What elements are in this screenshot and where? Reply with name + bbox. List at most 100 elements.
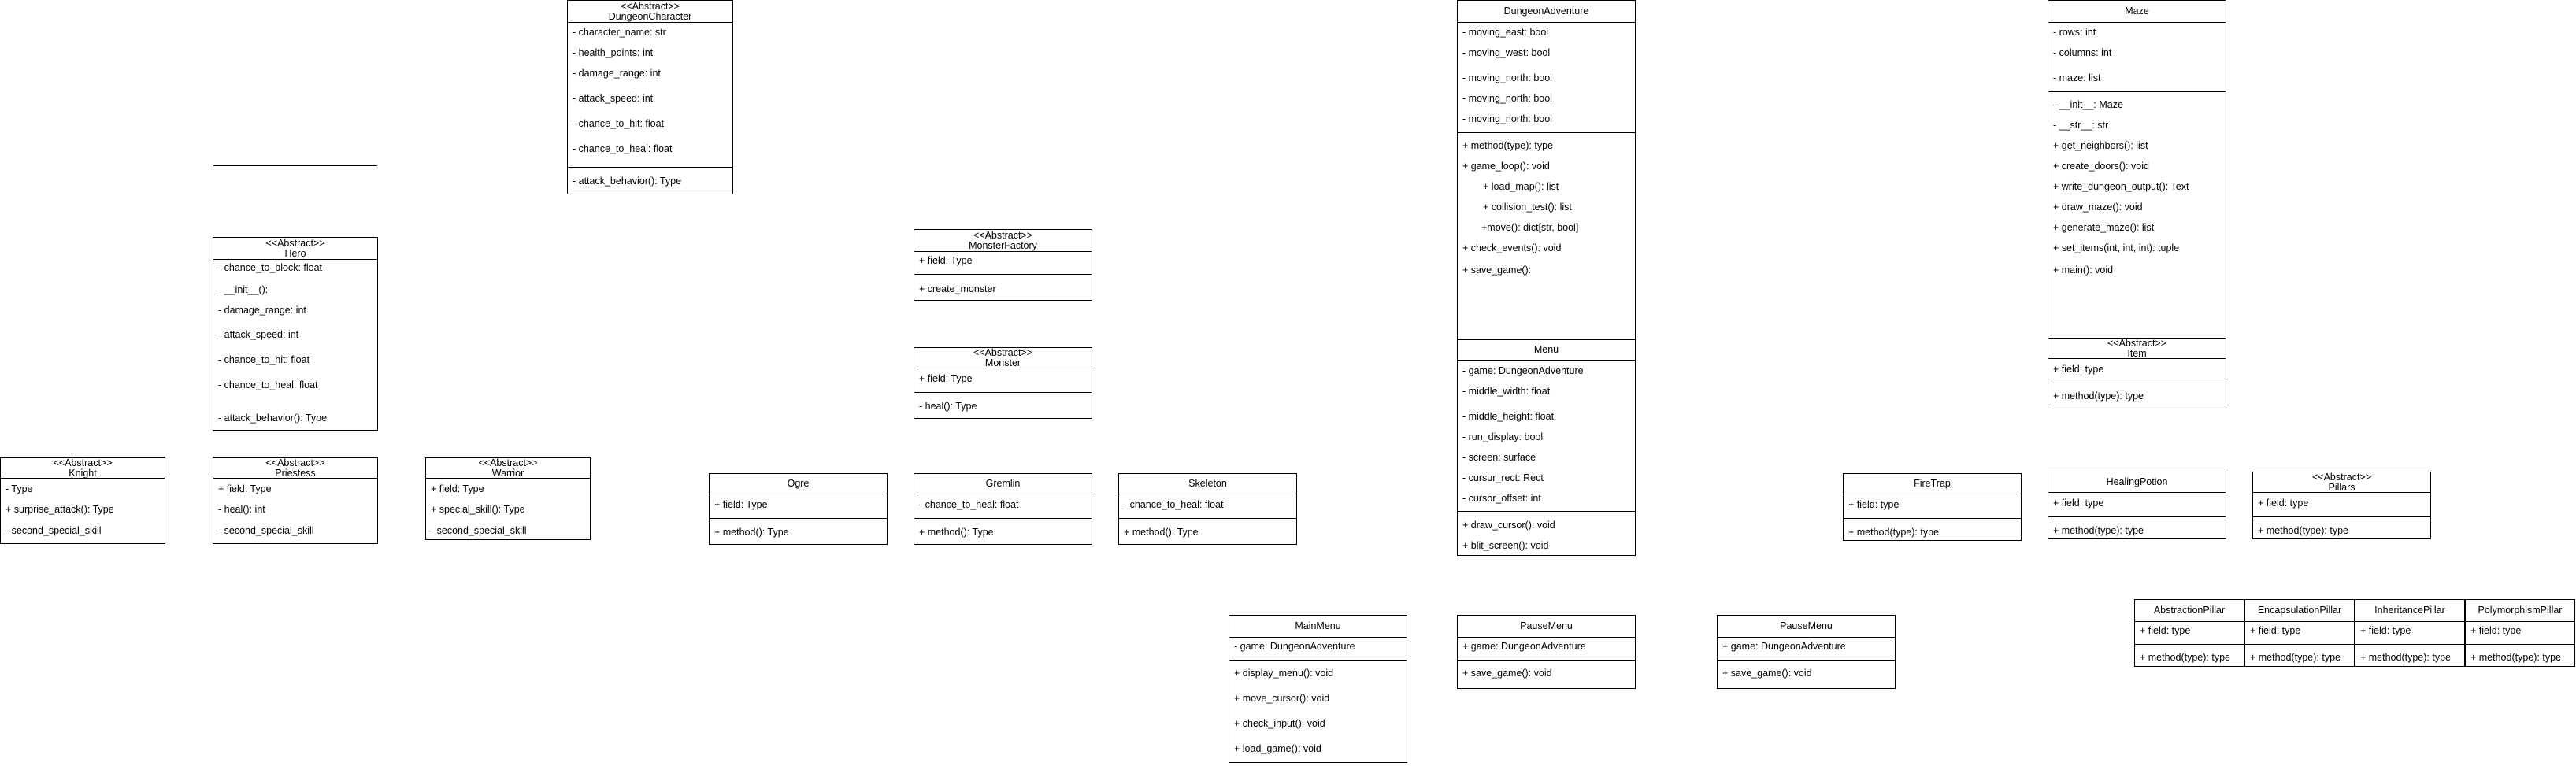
- class-stereotype: <<Abstract>>: [265, 237, 325, 249]
- class-attribute: + field: Type: [714, 499, 768, 510]
- class-attribute: - run_display: bool: [1462, 431, 1544, 442]
- class-attribute: - second_special_skill: [218, 525, 314, 536]
- class-header: <<Abstract>>Pillars: [2253, 472, 2430, 493]
- class-name: AbstractionPillar: [2153, 605, 2226, 616]
- class-attribute: - health_points: int: [573, 47, 654, 58]
- class-header: Gremlin: [914, 474, 1092, 494]
- class-attribute: - moving_north: bool: [1462, 72, 1552, 83]
- class-stereotype: <<Abstract>>: [53, 457, 113, 468]
- class-attribute: + field: type: [2360, 625, 2411, 636]
- class-monster: <<Abstract>>Monster+ field: Type- heal()…: [914, 347, 1092, 419]
- compartment-separator: [1458, 660, 1635, 661]
- class-attribute: - cursor_offset: int: [1462, 493, 1541, 504]
- class-menu: Menu- game: DungeonAdventure- middle_wid…: [1457, 339, 1636, 556]
- class-header: <<Abstract>>Warrior: [426, 457, 590, 479]
- compartment-separator: [1458, 132, 1635, 133]
- class-header: Ogre: [710, 474, 887, 494]
- compartment-separator: [914, 392, 1092, 393]
- compartment-separator: [914, 518, 1092, 519]
- class-name: FireTrap: [1914, 478, 1951, 489]
- compartment-separator: [2466, 644, 2574, 645]
- class-method: + method(type): type: [1848, 527, 1939, 538]
- class-header: <<Abstract>>Knight: [1, 457, 165, 479]
- class-pause-menu-2: PauseMenu+ game: DungeonAdventure+ save_…: [1717, 615, 1896, 689]
- class-header: MainMenu: [1229, 616, 1407, 638]
- class-attribute: - chance_to_heal: float: [573, 143, 673, 154]
- class-item: <<Abstract>>Item+ field: type+ method(ty…: [2048, 338, 2226, 405]
- class-stereotype: <<Abstract>>: [2311, 471, 2372, 483]
- class-inheritance-pillar: InheritancePillar+ field: type+ method(t…: [2355, 599, 2465, 667]
- class-attribute: - chance_to_heal: float: [1124, 499, 1224, 510]
- class-main-menu: MainMenu- game: DungeonAdventure+ displa…: [1229, 615, 1407, 763]
- class-stereotype: <<Abstract>>: [973, 346, 1033, 358]
- class-attribute: - damage_range: int: [218, 305, 306, 316]
- class-method: - attack_behavior(): Type: [218, 413, 328, 424]
- class-attribute: - columns: int: [2053, 47, 2112, 58]
- class-method: +move(): dict[str, bool]: [1481, 222, 1579, 233]
- class-method: + method(): Type: [1124, 527, 1199, 538]
- class-dungeon-adventure: DungeonAdventure- moving_east: bool- mov…: [1457, 0, 1636, 371]
- class-method: + method(type): type: [1462, 140, 1553, 151]
- class-ogre: Ogre + field: Type + method(): Type: [709, 473, 888, 545]
- class-attribute: + field: type: [1848, 499, 1900, 510]
- class-attribute: - moving_north: bool: [1462, 113, 1552, 124]
- class-method: + method(): Type: [714, 527, 789, 538]
- class-name: PauseMenu: [1780, 620, 1833, 631]
- class-stereotype: <<Abstract>>: [620, 0, 680, 12]
- class-stereotype: <<Abstract>>: [265, 457, 325, 468]
- class-header: DungeonAdventure: [1458, 1, 1635, 23]
- class-header: FireTrap: [1844, 474, 2021, 494]
- class-name: Monster: [984, 357, 1021, 368]
- class-method: + blit_screen(): void: [1462, 540, 1549, 551]
- class-method: + get_neighbors(): list: [2053, 140, 2148, 151]
- class-name: Menu: [1533, 344, 1559, 355]
- class-attribute: - character_name: str: [573, 27, 666, 38]
- class-polymorphism-pillar: PolymorphismPillar+ field: type+ method(…: [2465, 599, 2575, 667]
- class-method: + save_game(): void: [1462, 668, 1552, 679]
- class-attribute: + field: Type: [919, 373, 973, 384]
- class-method: + collision_test(): list: [1483, 202, 1572, 213]
- class-pause-menu-1: PauseMenu + game: DungeonAdventure + save_…: [1457, 615, 1636, 689]
- class-attribute: - heal(): int: [218, 504, 265, 515]
- class-attribute: + field: type: [2470, 625, 2522, 636]
- class-name: PolymorphismPillar: [2478, 605, 2563, 616]
- compartment-separator: [2135, 644, 2244, 645]
- class-priestess: <<Abstract>>Priestess+ field: Type- heal…: [213, 457, 378, 544]
- class-name: Knight: [69, 467, 97, 479]
- compartment-separator: [2253, 516, 2430, 517]
- class-header: PauseMenu: [1718, 616, 1895, 638]
- class-method: + load_game(): void: [1234, 743, 1321, 754]
- compartment-separator: [2245, 644, 2354, 645]
- class-header: Maze: [2048, 1, 2226, 23]
- class-header: PauseMenu: [1458, 616, 1635, 638]
- class-attribute: - game: DungeonAdventure: [1234, 641, 1355, 652]
- compartment-separator: [213, 165, 377, 166]
- class-method: + set_items(int, int, int): tuple: [2053, 242, 2180, 253]
- class-attribute: - screen: surface: [1462, 452, 1536, 463]
- class-encapsulation-pillar: EncapsulationPillar+ field: type+ method…: [2244, 599, 2355, 667]
- class-header: <<Abstract>>DungeonCharacter: [568, 1, 732, 23]
- class-method: + method(type): type: [2053, 390, 2144, 402]
- class-method: + save_game(): void: [1722, 668, 1812, 679]
- class-header: AbstractionPillar: [2135, 600, 2244, 622]
- class-name: Hero: [284, 247, 306, 259]
- class-name: DungeonAdventure: [1503, 6, 1589, 17]
- class-method: + write_dungeon_output(): Text: [2053, 181, 2189, 192]
- class-monster-factory: <<Abstract>>MonsterFactory+ field: Type+…: [914, 229, 1092, 301]
- class-attribute: - chance_to_heal: float: [218, 379, 318, 390]
- class-method: + load_map(): list: [1483, 181, 1559, 192]
- class-attribute: + game: DungeonAdventure: [1462, 641, 1586, 652]
- class-method: + draw_cursor(): void: [1462, 520, 1555, 531]
- class-header: <<Abstract>>Monster: [914, 346, 1092, 368]
- class-header: PolymorphismPillar: [2466, 600, 2574, 622]
- compartment-separator: [710, 518, 887, 519]
- compartment-separator: [1119, 518, 1296, 519]
- class-method: - __init__: Maze: [2053, 99, 2123, 110]
- class-method: + draw_maze(): void: [2053, 202, 2143, 213]
- class-attribute: + special_skill(): Type: [431, 504, 525, 515]
- class-attribute: - moving_north: bool: [1462, 93, 1552, 104]
- class-attribute: - chance_to_hit: float: [218, 354, 310, 365]
- class-method: + method(type): type: [2360, 652, 2451, 663]
- class-attribute: - rows: int: [2053, 27, 2096, 38]
- class-name: MainMenu: [1295, 620, 1341, 631]
